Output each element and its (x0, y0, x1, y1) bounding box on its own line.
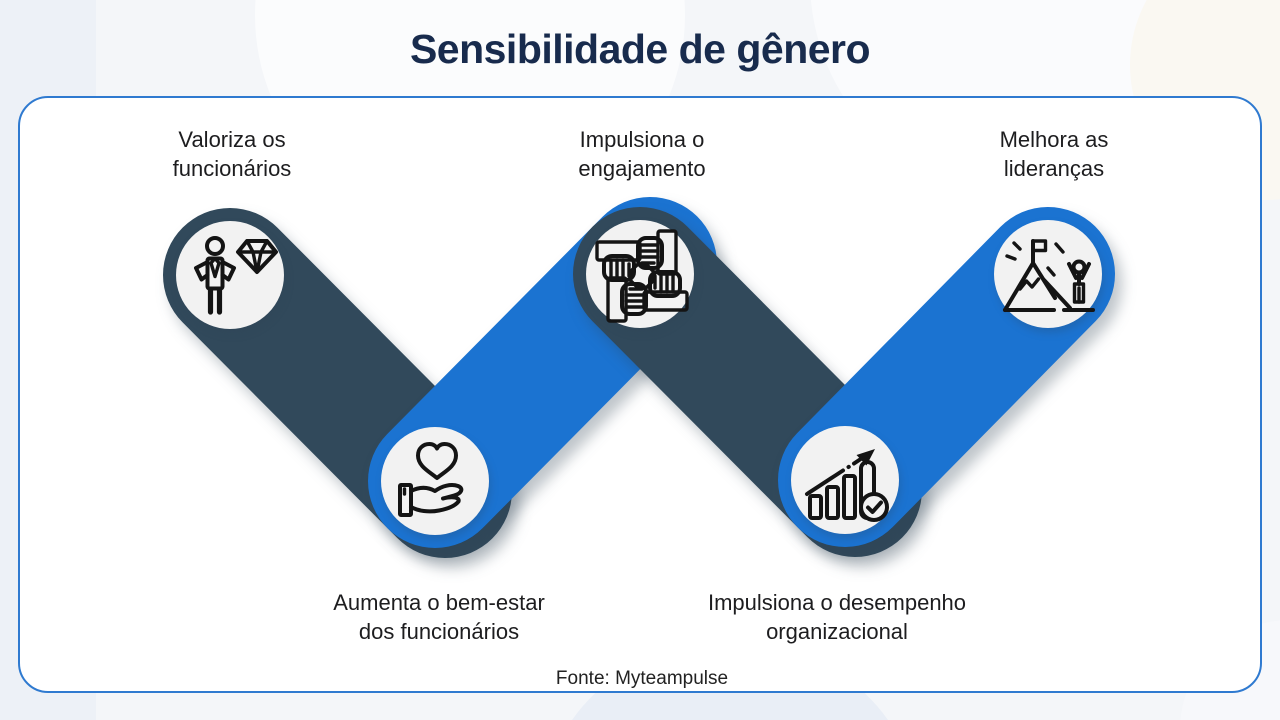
step-circle-2 (381, 427, 489, 535)
mountain-flag-icon (1003, 239, 1095, 312)
team-hands-icon (595, 229, 689, 323)
step-label-bem-estar: Aumenta o bem-estar dos funcionários (333, 590, 545, 644)
diagram-card: Valoriza os funcionários Impulsiona o en… (18, 96, 1262, 693)
person-diamond-icon (194, 236, 278, 315)
page-title: Sensibilidade de gênero (409, 26, 871, 72)
step-label-valoriza: Valoriza os funcionários (172, 127, 292, 181)
step-label-engajamento: Impulsiona o engajamento (578, 127, 706, 181)
step-label-liderancas: Melhora as lideranças (999, 127, 1109, 181)
step-label-desempenho: Impulsiona o desempenho organizacional (707, 590, 967, 644)
growth-chart-icon (805, 449, 889, 522)
zigzag-diagram (163, 197, 1115, 558)
source-note: Fonte: Myteampulse (555, 668, 729, 689)
hand-heart-icon (398, 442, 464, 517)
step-circle-3 (586, 220, 694, 328)
